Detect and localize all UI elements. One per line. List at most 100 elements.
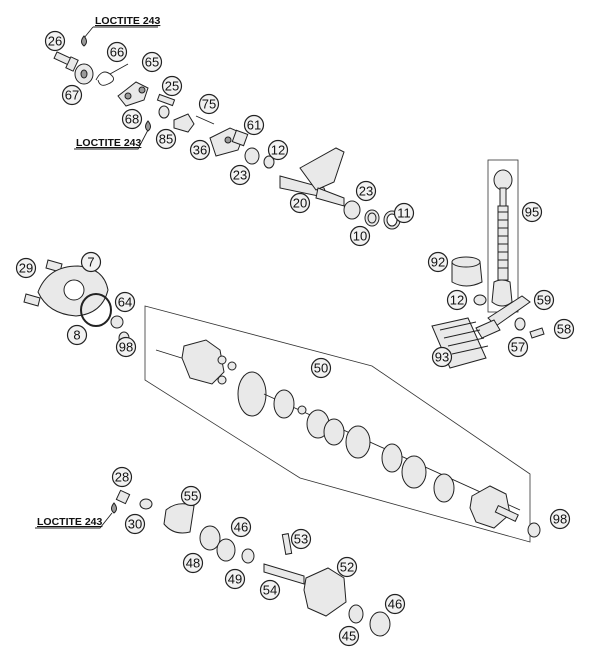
callout-7: 7 <box>80 251 102 273</box>
svg-text:92: 92 <box>431 255 445 270</box>
svg-text:68: 68 <box>125 112 139 127</box>
svg-text:61: 61 <box>247 118 261 133</box>
svg-text:36: 36 <box>193 143 207 158</box>
svg-text:65: 65 <box>145 55 159 70</box>
callout-53: 53 <box>290 528 312 550</box>
svg-text:52: 52 <box>340 560 354 575</box>
spring <box>401 455 427 489</box>
callout-45: 45 <box>338 625 360 647</box>
loctite-drop-icon <box>81 35 87 47</box>
kick-lever-95 <box>497 205 509 281</box>
ratchet-gear <box>181 339 225 385</box>
bolt-26 <box>53 51 79 72</box>
callout-57: 57 <box>507 336 529 358</box>
callout-98-left: 98 <box>115 336 137 358</box>
svg-text:59: 59 <box>537 293 551 308</box>
top-kickstarter-parts <box>53 35 401 230</box>
svg-text:30: 30 <box>128 517 142 532</box>
loctite-drop-icon <box>111 502 117 514</box>
callout-95: 95 <box>521 201 543 223</box>
callout-92: 92 <box>427 251 449 273</box>
svg-text:98: 98 <box>553 512 567 527</box>
kick-lever-knob <box>493 169 513 191</box>
svg-text:8: 8 <box>73 328 80 343</box>
cover-group <box>23 259 124 329</box>
kickstarter-gear <box>469 485 511 529</box>
callout-25: 25 <box>161 75 183 97</box>
callout-48: 48 <box>182 552 204 574</box>
kickstarter-shaft-20 <box>279 147 345 207</box>
bearing-46-right <box>369 611 391 637</box>
shaft-disc <box>237 371 267 417</box>
svg-text:54: 54 <box>263 583 277 598</box>
callout-26: 26 <box>44 30 66 52</box>
callout-85: 85 <box>155 128 177 150</box>
svg-text:55: 55 <box>184 489 198 504</box>
circlip-12-top <box>263 155 275 169</box>
callout-10: 10 <box>349 225 371 247</box>
pin-75 <box>195 115 215 125</box>
washer-68 <box>158 105 170 119</box>
svg-text:48: 48 <box>186 556 200 571</box>
svg-text:26: 26 <box>48 34 62 49</box>
loctite-label-bottom: LOCTITE 243 <box>37 516 103 528</box>
lever-85 <box>173 113 195 133</box>
svg-text:58: 58 <box>557 322 571 337</box>
svg-text:11: 11 <box>397 206 411 221</box>
callout-46-left: 46 <box>230 516 252 538</box>
callout-59: 59 <box>533 289 555 311</box>
callout-64: 64 <box>114 291 136 313</box>
callout-52: 52 <box>336 556 358 578</box>
circlip-12-right <box>473 294 487 306</box>
bolt-28 <box>115 489 131 505</box>
o-ring-8 <box>80 293 112 327</box>
callout-67: 67 <box>61 84 83 106</box>
svg-text:53: 53 <box>294 532 308 547</box>
svg-text:12: 12 <box>450 293 464 308</box>
loctite-label-middle: LOCTITE 243 <box>76 137 142 149</box>
svg-text:46: 46 <box>234 520 248 535</box>
svg-text:46: 46 <box>388 597 402 612</box>
needle-bearing <box>273 389 295 419</box>
callout-55: 55 <box>180 485 202 507</box>
bottom-gear-group <box>111 489 391 637</box>
svg-text:45: 45 <box>342 629 356 644</box>
callout-49: 49 <box>224 568 246 590</box>
callout-23-top: 23 <box>229 164 251 186</box>
callout-68: 68 <box>121 108 143 130</box>
svg-text:28: 28 <box>115 470 129 485</box>
assembly-50-box <box>118 305 541 543</box>
svg-text:29: 29 <box>19 261 33 276</box>
callout-98-right: 98 <box>549 508 571 530</box>
pin-25 <box>156 93 176 107</box>
pin-53 <box>281 533 293 555</box>
callout-75: 75 <box>198 93 220 115</box>
bushing-23-top <box>244 147 260 165</box>
svg-text:50: 50 <box>314 361 328 376</box>
callout-54: 54 <box>259 579 281 601</box>
callout-58: 58 <box>553 318 575 340</box>
washer-48 <box>199 525 221 551</box>
callout-28: 28 <box>111 466 133 488</box>
nut-61 <box>231 129 249 147</box>
svg-text:93: 93 <box>435 350 449 365</box>
svg-text:66: 66 <box>110 45 124 60</box>
svg-text:12: 12 <box>271 143 285 158</box>
kick-lever-group <box>431 159 545 369</box>
bushing-23-right <box>343 200 361 220</box>
plate-65 <box>117 81 149 107</box>
callout-36: 36 <box>189 139 211 161</box>
nut-98-right <box>527 522 541 538</box>
washer-57 <box>514 317 526 331</box>
svg-text:57: 57 <box>511 340 525 355</box>
callout-66: 66 <box>106 41 128 63</box>
callout-20: 20 <box>289 192 311 214</box>
svg-text:64: 64 <box>118 295 132 310</box>
spring-66 <box>95 63 129 86</box>
callout-93: 93 <box>431 346 453 368</box>
loctite-drop-icon <box>145 120 151 132</box>
shaft-54 <box>263 563 305 585</box>
callout-23-right: 23 <box>355 180 377 202</box>
svg-text:23: 23 <box>233 168 247 183</box>
